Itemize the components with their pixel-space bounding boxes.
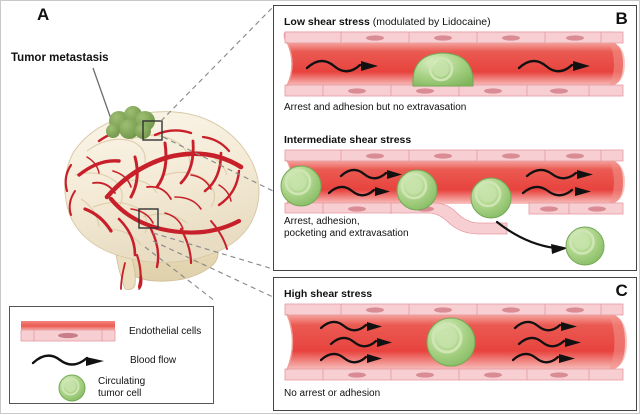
tumor-cell-entering [280, 165, 322, 207]
tumor-cell-extravasated [565, 226, 605, 266]
circulating-tumor-cell-icon [58, 374, 86, 402]
legend-label-blood-flow: Blood flow [130, 355, 177, 367]
tumor-metastasis-label: Tumor metastasis [11, 52, 109, 64]
intermediate-shear-title: Intermediate shear stress [284, 130, 411, 148]
roi-box-lower [138, 208, 159, 229]
legend-item-blood-flow: Blood flow [30, 352, 176, 370]
panel-a-letter: A [37, 5, 50, 24]
panel-b-letter: B [615, 9, 628, 28]
roi-connector-lines [144, 6, 274, 302]
high-shear-title-bold: High shear stress [284, 288, 373, 300]
legend-box: Endothelial cells Blood flow [9, 306, 214, 404]
intermediate-shear-title-bold: Intermediate shear stress [284, 134, 412, 146]
tumor-pointer-line [92, 67, 112, 120]
panel-c-letter: C [615, 281, 628, 300]
high-shear-title: High shear stress [284, 284, 372, 302]
low-shear-title-bold: Low shear stress [284, 16, 370, 28]
low-shear-caption: Arrest and adhesion but no extravasation [284, 102, 467, 113]
brain-vasculature-illustration [64, 106, 260, 290]
blood-flow-arrow-icon [31, 354, 104, 366]
low-shear-title: Low shear stress (modulated by Lidocaine… [284, 12, 491, 30]
legend-item-tumor-cell: Circulating tumor cell [57, 373, 145, 403]
intermediate-shear-vessel [275, 149, 625, 266]
tumor-cell-pocketing [470, 177, 512, 219]
high-shear-caption: No arrest or adhesion [284, 388, 381, 399]
panel-b: B Low shear stress (modulated by Lidocai… [273, 5, 637, 271]
intermediate-shear-caption: Arrest, adhesion, pocketing and extravas… [284, 216, 409, 240]
panel-c: C High shear stress [273, 277, 637, 411]
flow-arrow [305, 59, 362, 73]
legend-label-endothelial: Endothelial cells [129, 326, 202, 338]
adhered-tumor-cell [412, 52, 474, 87]
endothelial-strip-icon [20, 321, 116, 342]
legend-label-tumor-cell: Circulating tumor cell [98, 376, 146, 399]
roi-box-upper [142, 120, 163, 141]
low-shear-vessel [275, 31, 625, 97]
tumor-cell-adhering [396, 169, 438, 211]
free-flowing-tumor-cell [426, 317, 476, 367]
legend-item-endothelial: Endothelial cells [20, 319, 201, 345]
high-shear-vessel [274, 303, 627, 381]
flow-arrow [517, 59, 574, 73]
low-shear-title-normal: (modulated by Lidocaine) [369, 16, 491, 28]
extravasation-arrow [495, 220, 557, 250]
panel-a: A Tumor metastasis [1, 1, 274, 415]
